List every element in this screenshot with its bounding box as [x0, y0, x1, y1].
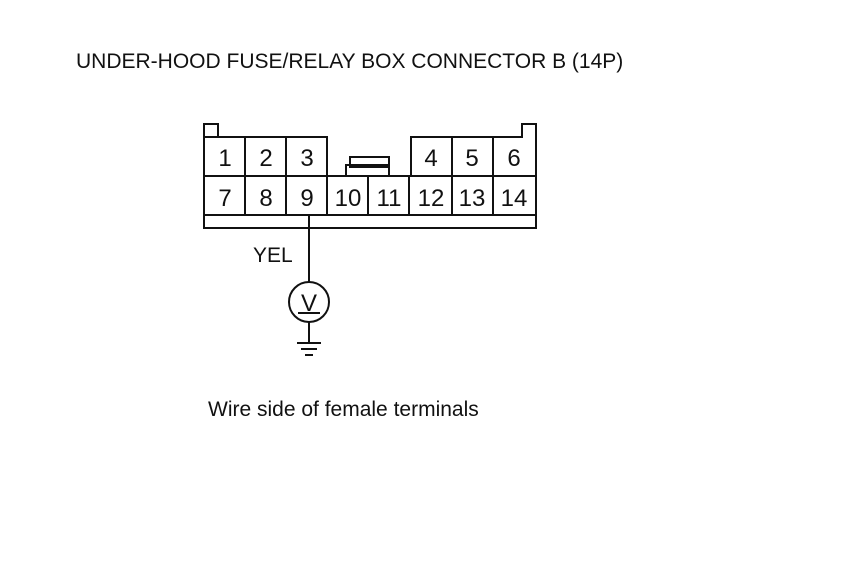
- pin-14: 14: [501, 185, 528, 212]
- pin-4: 4: [424, 145, 437, 172]
- pin-6: 6: [507, 145, 520, 172]
- pin-8: 8: [259, 185, 272, 212]
- pin-12: 12: [418, 185, 445, 212]
- pin-9: 9: [300, 185, 313, 212]
- diagram-title: UNDER-HOOD FUSE/RELAY BOX CONNECTOR B (1…: [76, 50, 624, 73]
- ground-icon: [297, 342, 321, 356]
- wire-color-label: YEL: [253, 244, 293, 267]
- pin-1: 1: [218, 145, 231, 172]
- pin-3: 3: [300, 145, 313, 172]
- pin-7: 7: [218, 185, 231, 212]
- pin-11: 11: [377, 185, 402, 212]
- diagram-caption: Wire side of female terminals: [208, 398, 479, 421]
- connector-left-block: [204, 136, 536, 216]
- voltmeter-symbol: V: [301, 290, 317, 317]
- pin-2: 2: [259, 145, 272, 172]
- connector-lock-tab: [349, 156, 390, 168]
- pin-10: 10: [335, 185, 362, 212]
- pin-13: 13: [459, 185, 486, 212]
- pin-5: 5: [465, 145, 478, 172]
